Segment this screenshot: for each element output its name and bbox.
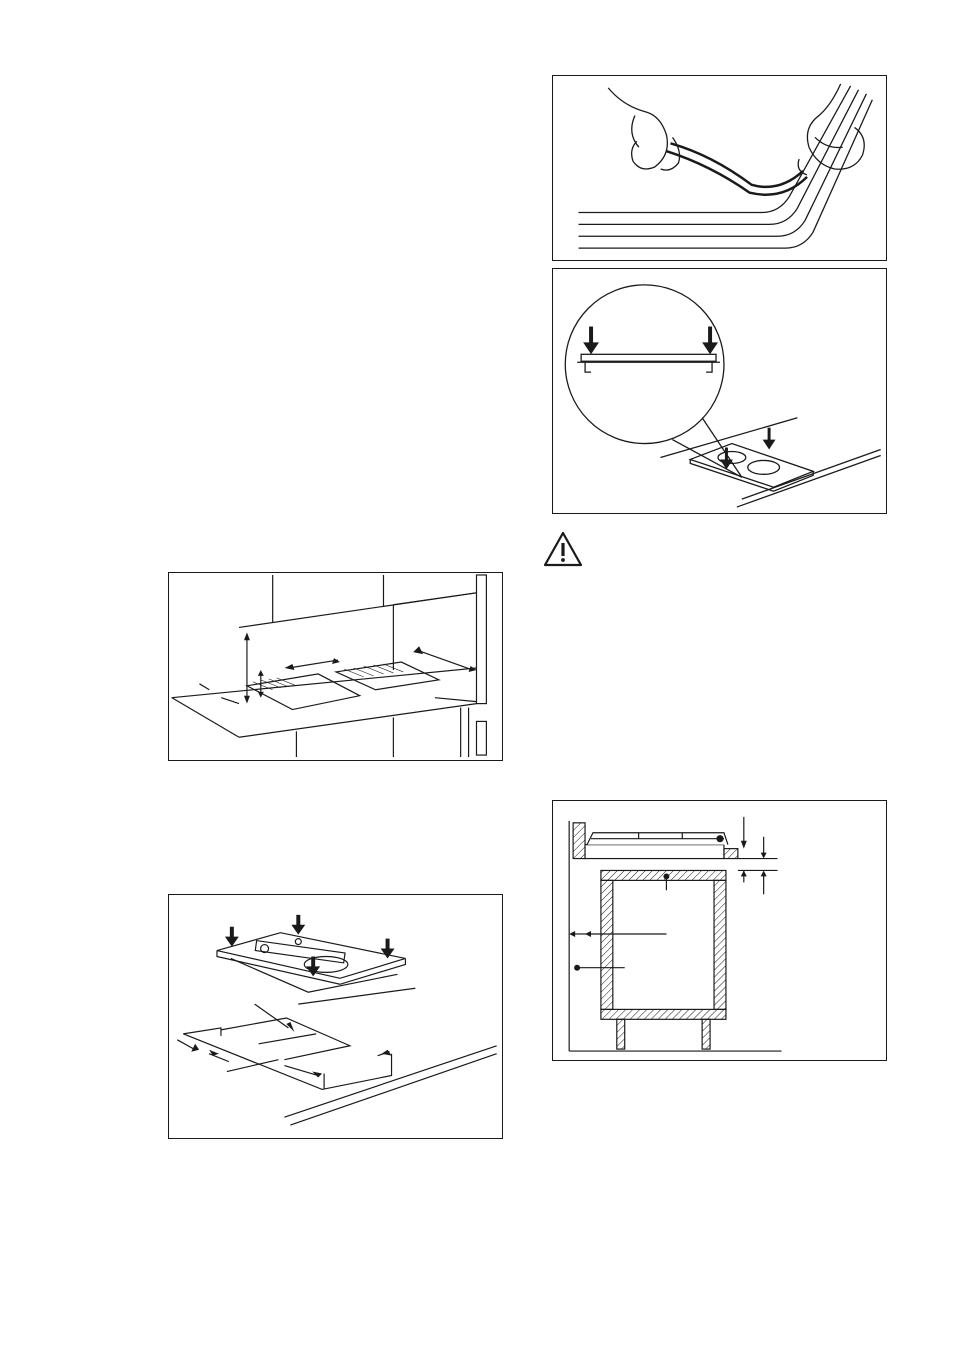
figure-gasket-application bbox=[552, 75, 887, 261]
figure-hob-insertion bbox=[168, 894, 503, 1139]
figure-worktop-cutout-dimensions bbox=[168, 572, 503, 761]
hob-press-illustration bbox=[553, 269, 886, 513]
hob-insertion-illustration bbox=[169, 895, 502, 1138]
cabinet-section-illustration bbox=[553, 801, 886, 1060]
cutout-illustration bbox=[169, 573, 502, 760]
gasket-illustration bbox=[553, 76, 886, 260]
warning-triangle-icon bbox=[543, 530, 583, 570]
figure-hob-pressing-detail bbox=[552, 268, 887, 514]
figure-oven-below-hob-section bbox=[552, 800, 887, 1061]
